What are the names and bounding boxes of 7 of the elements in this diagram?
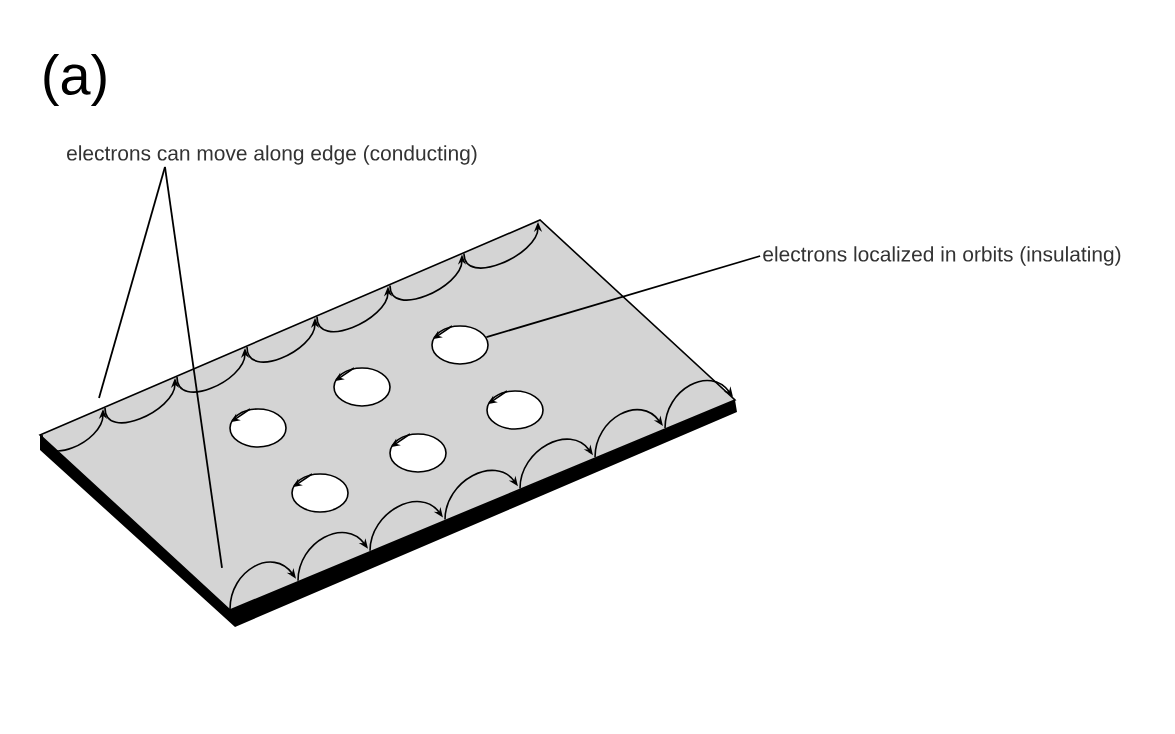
panel-label: (a) [44, 54, 106, 106]
leader-line [485, 255, 762, 339]
leader-line [164, 166, 223, 569]
annotation-text: electrons localized in orbits (insulating) [763, 246, 1121, 266]
annotation-text: electrons can move along edge (conducting) [67, 145, 477, 165]
leader-line [98, 166, 166, 399]
orbit-circle [431, 325, 489, 365]
